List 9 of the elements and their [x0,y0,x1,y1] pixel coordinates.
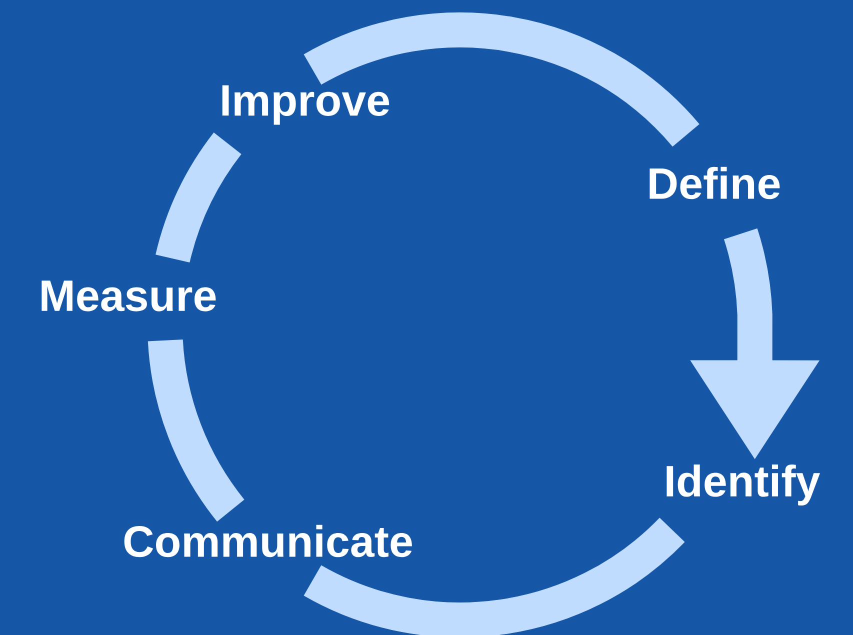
step-label: Identify [666,464,820,506]
arc-connector [156,132,242,263]
arc-connector [304,12,699,148]
step-label: Define [650,166,780,200]
step-label: Measure [42,280,216,312]
arc-connector [148,339,245,522]
step-label: Improve [222,85,390,125]
step-label: Communicate [124,524,412,558]
arc-connector [304,517,684,635]
